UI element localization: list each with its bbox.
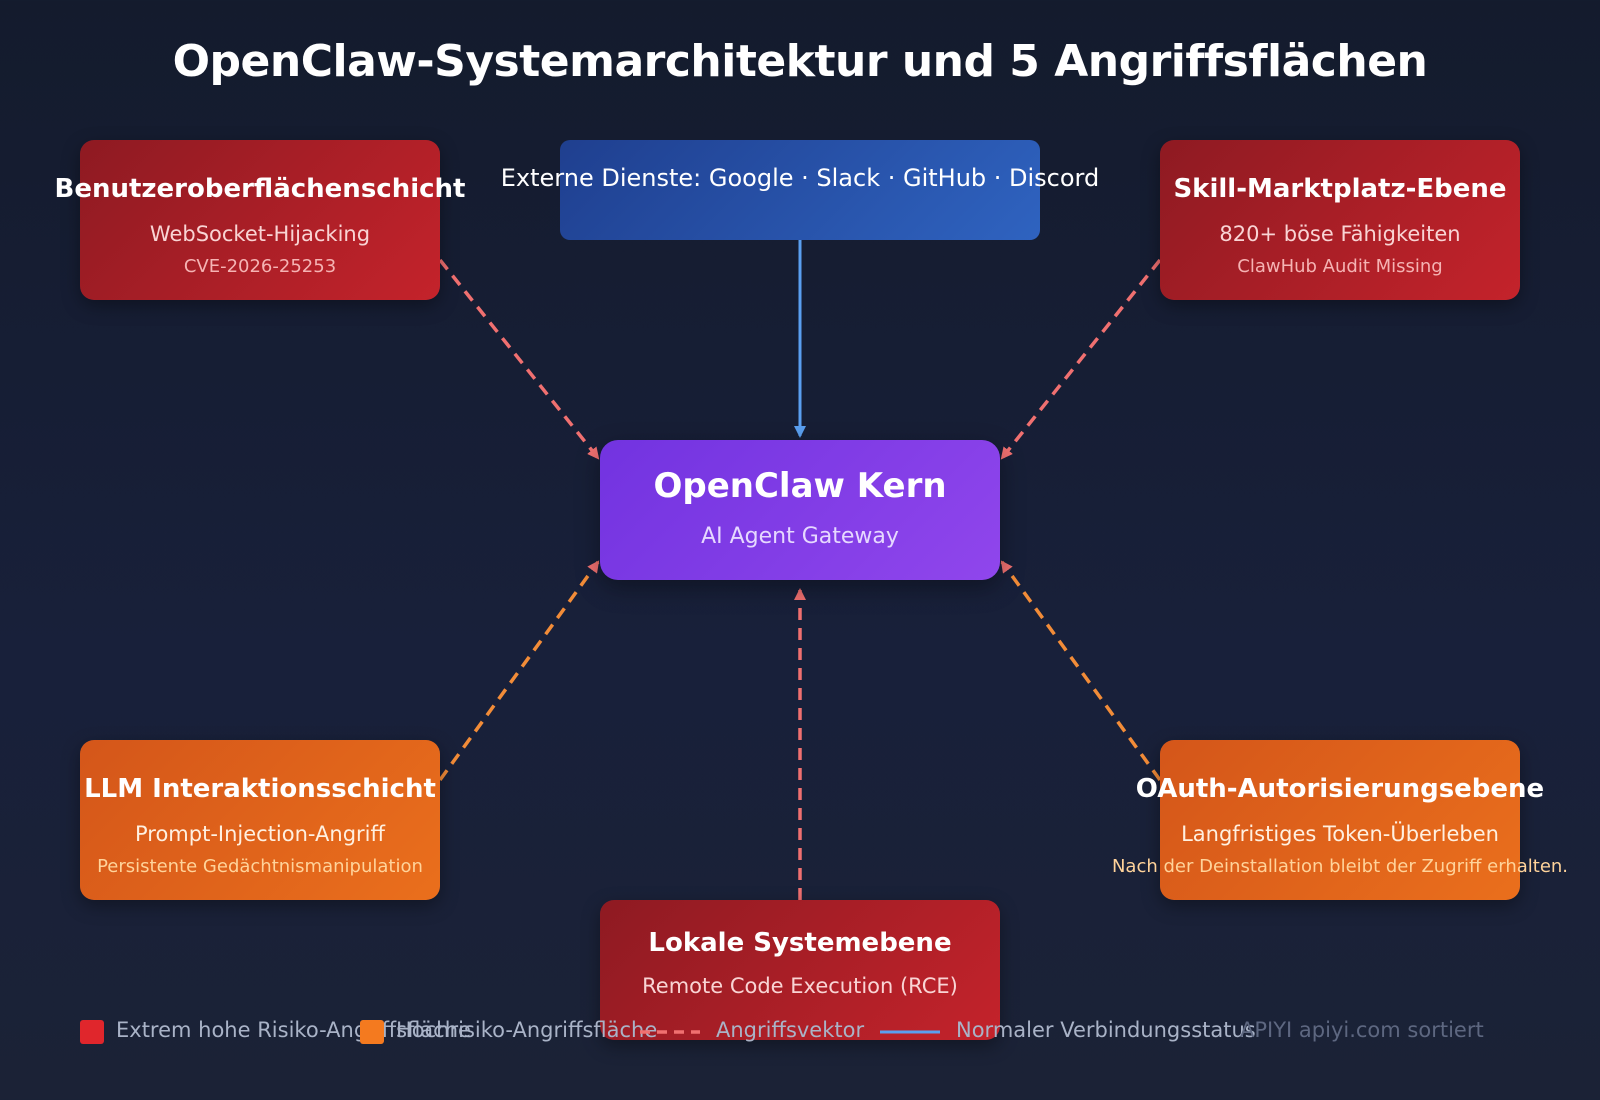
legend: Extrem hohe Risiko-Angriffsfläche Hochri… xyxy=(0,1018,1600,1058)
openclaw-core-node: OpenClaw Kern AI Agent Gateway xyxy=(600,440,1000,580)
skill-market-node: Skill-Marktplatz-Ebene 820+ böse Fähigke… xyxy=(1160,140,1520,300)
ui-layer-note: CVE-2026-25253 xyxy=(183,256,337,277)
edge-ui-core xyxy=(438,258,600,460)
edge-oauth-core xyxy=(1000,560,1162,782)
llm-layer-node: LLM Interaktionsschicht Prompt-Injection… xyxy=(80,740,440,900)
llm-layer-title: LLM Interaktionsschicht xyxy=(84,774,436,804)
ui-layer-title: Benutzeroberflächenschicht xyxy=(54,174,466,204)
skill-market-note: ClawHub Audit Missing xyxy=(1237,256,1443,277)
oauth-layer-node: OAuth-Autorisierungsebene Langfristiges … xyxy=(1112,740,1568,900)
page-title: OpenClaw-Systemarchitektur und 5 Angriff… xyxy=(172,36,1428,87)
legend-extreme-label: Extrem hohe Risiko-Angriffsfläche xyxy=(116,1018,471,1042)
legend-extreme-swatch xyxy=(80,1020,104,1044)
core-subtitle: AI Agent Gateway xyxy=(701,524,899,549)
local-system-subtitle: Remote Code Execution (RCE) xyxy=(642,974,958,998)
legend-normal-swatch xyxy=(880,1030,940,1034)
legend-high-label: Hochrisiko-Angriffsfläche xyxy=(396,1018,658,1042)
edge-skill-core xyxy=(1000,258,1162,460)
legend-attack-swatch xyxy=(640,1030,700,1034)
oauth-layer-title: OAuth-Autorisierungsebene xyxy=(1135,774,1545,804)
skill-market-subtitle: 820+ böse Fähigkeiten xyxy=(1219,222,1461,246)
ui-layer-subtitle: WebSocket-Hijacking xyxy=(149,222,371,246)
skill-market-title: Skill-Marktplatz-Ebene xyxy=(1173,174,1507,204)
oauth-layer-note: Nach der Deinstallation bleibt der Zugri… xyxy=(1111,856,1569,877)
core-title: OpenClaw Kern xyxy=(653,466,947,506)
llm-layer-note: Persistente Gedächtnismanipulation xyxy=(97,856,423,877)
oauth-layer-subtitle: Langfristiges Token-Überleben xyxy=(1181,822,1499,846)
legend-high-swatch xyxy=(360,1020,384,1044)
ui-layer-node: Benutzeroberflächenschicht WebSocket-Hij… xyxy=(55,140,465,300)
external-services-node: Externe Dienste: Google · Slack · GitHub… xyxy=(501,140,1099,240)
edge-llm-core xyxy=(438,560,600,782)
watermark-text: APIYI apiyi.com sortiert xyxy=(1240,1018,1484,1042)
local-system-node: Lokale Systemebene Remote Code Execution… xyxy=(600,900,1000,1040)
external-services-label: Externe Dienste: Google · Slack · GitHub… xyxy=(500,164,1100,192)
legend-attack-label: Angriffsvektor xyxy=(716,1018,865,1042)
legend-normal-label: Normaler Verbindungsstatus xyxy=(956,1018,1256,1042)
local-system-title: Lokale Systemebene xyxy=(648,928,952,958)
llm-layer-subtitle: Prompt-Injection-Angriff xyxy=(134,822,385,846)
